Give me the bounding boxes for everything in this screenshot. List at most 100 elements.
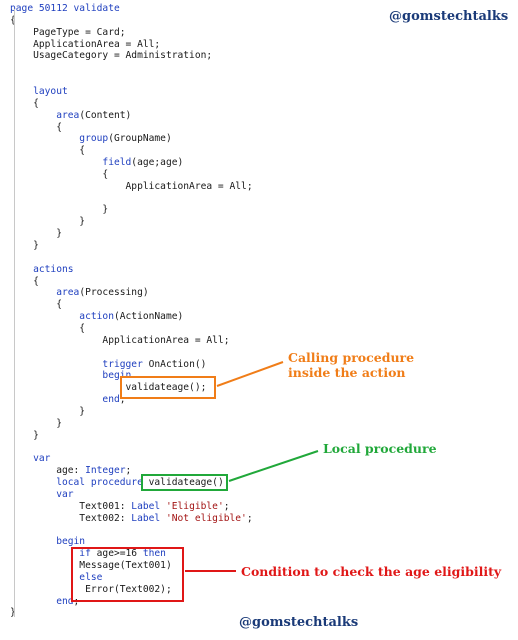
code-token: OnAction() — [142, 358, 207, 370]
code-token: PageType = Card; — [10, 26, 126, 38]
code-token: } — [10, 405, 86, 417]
code-token: ApplicationArea = All; — [10, 180, 253, 192]
code-token: age>=16 — [90, 548, 143, 560]
code-token: var — [10, 453, 51, 465]
code-token: Label — [131, 500, 161, 512]
code-line: page 50112 validate — [10, 3, 120, 15]
code-token: (Content) — [79, 109, 132, 121]
code-token: begin — [10, 536, 86, 548]
code-line: trigger OnAction() — [10, 359, 206, 371]
code-line: begin — [10, 536, 85, 548]
code-token: validateage(); — [10, 382, 207, 394]
code-token: { — [10, 299, 62, 311]
condition-highlight-box — [71, 547, 184, 602]
code-token: Label — [131, 512, 161, 524]
code-line: layout — [10, 86, 68, 98]
code-token: 'Not eligible' — [165, 512, 247, 524]
code-line: action(ActionName) — [10, 311, 183, 323]
code-token: layout — [10, 85, 68, 97]
code-token: Text001: — [10, 500, 132, 512]
code-token: local procedure — [10, 477, 143, 488]
code-line: local procedure validateage() — [10, 477, 224, 489]
code-line: var — [10, 453, 50, 465]
code-token: if — [10, 548, 91, 560]
local-procedure-highlight-box — [141, 474, 228, 491]
code-token: field — [10, 157, 132, 169]
code-token: } — [10, 240, 39, 251]
code-token: ; — [125, 465, 132, 477]
code-line: } — [10, 228, 62, 240]
code-token: } — [10, 429, 39, 441]
code-line: { — [10, 299, 62, 311]
code-line: end; — [10, 394, 125, 406]
code-token: 'Eligible' — [165, 500, 224, 512]
code-token: end — [10, 595, 74, 607]
code-line: } — [10, 607, 16, 619]
code-token: ; — [223, 500, 230, 512]
code-line: area(Processing) — [10, 287, 149, 299]
local-annotation: Local procedure — [323, 441, 437, 456]
code-token: then — [142, 548, 166, 560]
code-token: ; — [246, 512, 253, 524]
code-token: area — [10, 287, 80, 299]
code-token: (GroupName) — [108, 133, 172, 145]
code-token: } — [10, 204, 109, 216]
code-line: { — [10, 169, 108, 181]
code-line: } — [10, 204, 108, 216]
code-line: { — [10, 145, 85, 157]
code-token: { — [10, 275, 39, 287]
code-token: Integer — [85, 465, 126, 477]
code-token: Message(Text001) — [10, 559, 172, 571]
code-token: Error(Text002); — [10, 583, 172, 595]
code-token: else — [10, 571, 103, 583]
code-line: Text001: Label 'Eligible'; — [10, 500, 230, 513]
code-line: else — [10, 572, 102, 584]
code-token: } — [10, 417, 62, 429]
code-token: { — [10, 145, 86, 157]
code-token: actions — [10, 263, 74, 275]
code-line: } — [10, 240, 39, 252]
code-line: Error(Text002); — [10, 584, 172, 596]
orange-arrow — [216, 361, 284, 387]
code-token: validateage() — [142, 477, 224, 488]
code-line: PageType = Card; — [10, 26, 126, 39]
code-line: } — [10, 430, 39, 442]
code-line: if age>=16 then — [10, 548, 166, 560]
call-highlight-box — [120, 376, 216, 399]
code-line: } — [10, 406, 85, 418]
code-token: (Processing) — [79, 287, 149, 299]
code-line: { — [10, 276, 39, 288]
code-line: validateage(); — [10, 382, 207, 394]
code-token: area — [10, 109, 80, 121]
green-arrow — [228, 450, 319, 482]
brand-top: @gomstechtalks — [389, 9, 509, 24]
code-line: ApplicationArea = All; — [10, 334, 230, 347]
code-token: page 50112 validate — [10, 3, 120, 14]
code-token: } — [10, 228, 62, 240]
code-token: Text002: — [10, 512, 132, 524]
code-line: ApplicationArea = All; — [10, 181, 253, 193]
code-line: actions — [10, 263, 74, 276]
code-line: begin — [10, 370, 131, 382]
code-line: { — [10, 15, 16, 27]
code-line: Text002: Label 'Not eligible'; — [10, 512, 253, 525]
code-token: (ActionName) — [113, 311, 184, 323]
editor-margin-line — [14, 9, 15, 617]
code-token: (age;age) — [131, 157, 184, 169]
code-line: { — [10, 323, 85, 335]
code-line: { — [10, 122, 62, 134]
code-line: age: Integer; — [10, 465, 131, 477]
code-token: { — [10, 322, 86, 334]
code-token: UsageCategory = Administration; — [10, 50, 213, 62]
code-token: ApplicationArea = All; — [10, 38, 161, 50]
code-line: { — [10, 98, 39, 110]
code-line: } — [10, 216, 85, 228]
code-token: ApplicationArea = All; — [10, 334, 230, 346]
code-token: group — [10, 133, 109, 145]
condition-annotation: Condition to check the age eligibility — [241, 564, 502, 579]
code-token: { — [10, 168, 109, 180]
code-line: area(Content) — [10, 110, 131, 122]
code-token: var — [10, 488, 74, 500]
